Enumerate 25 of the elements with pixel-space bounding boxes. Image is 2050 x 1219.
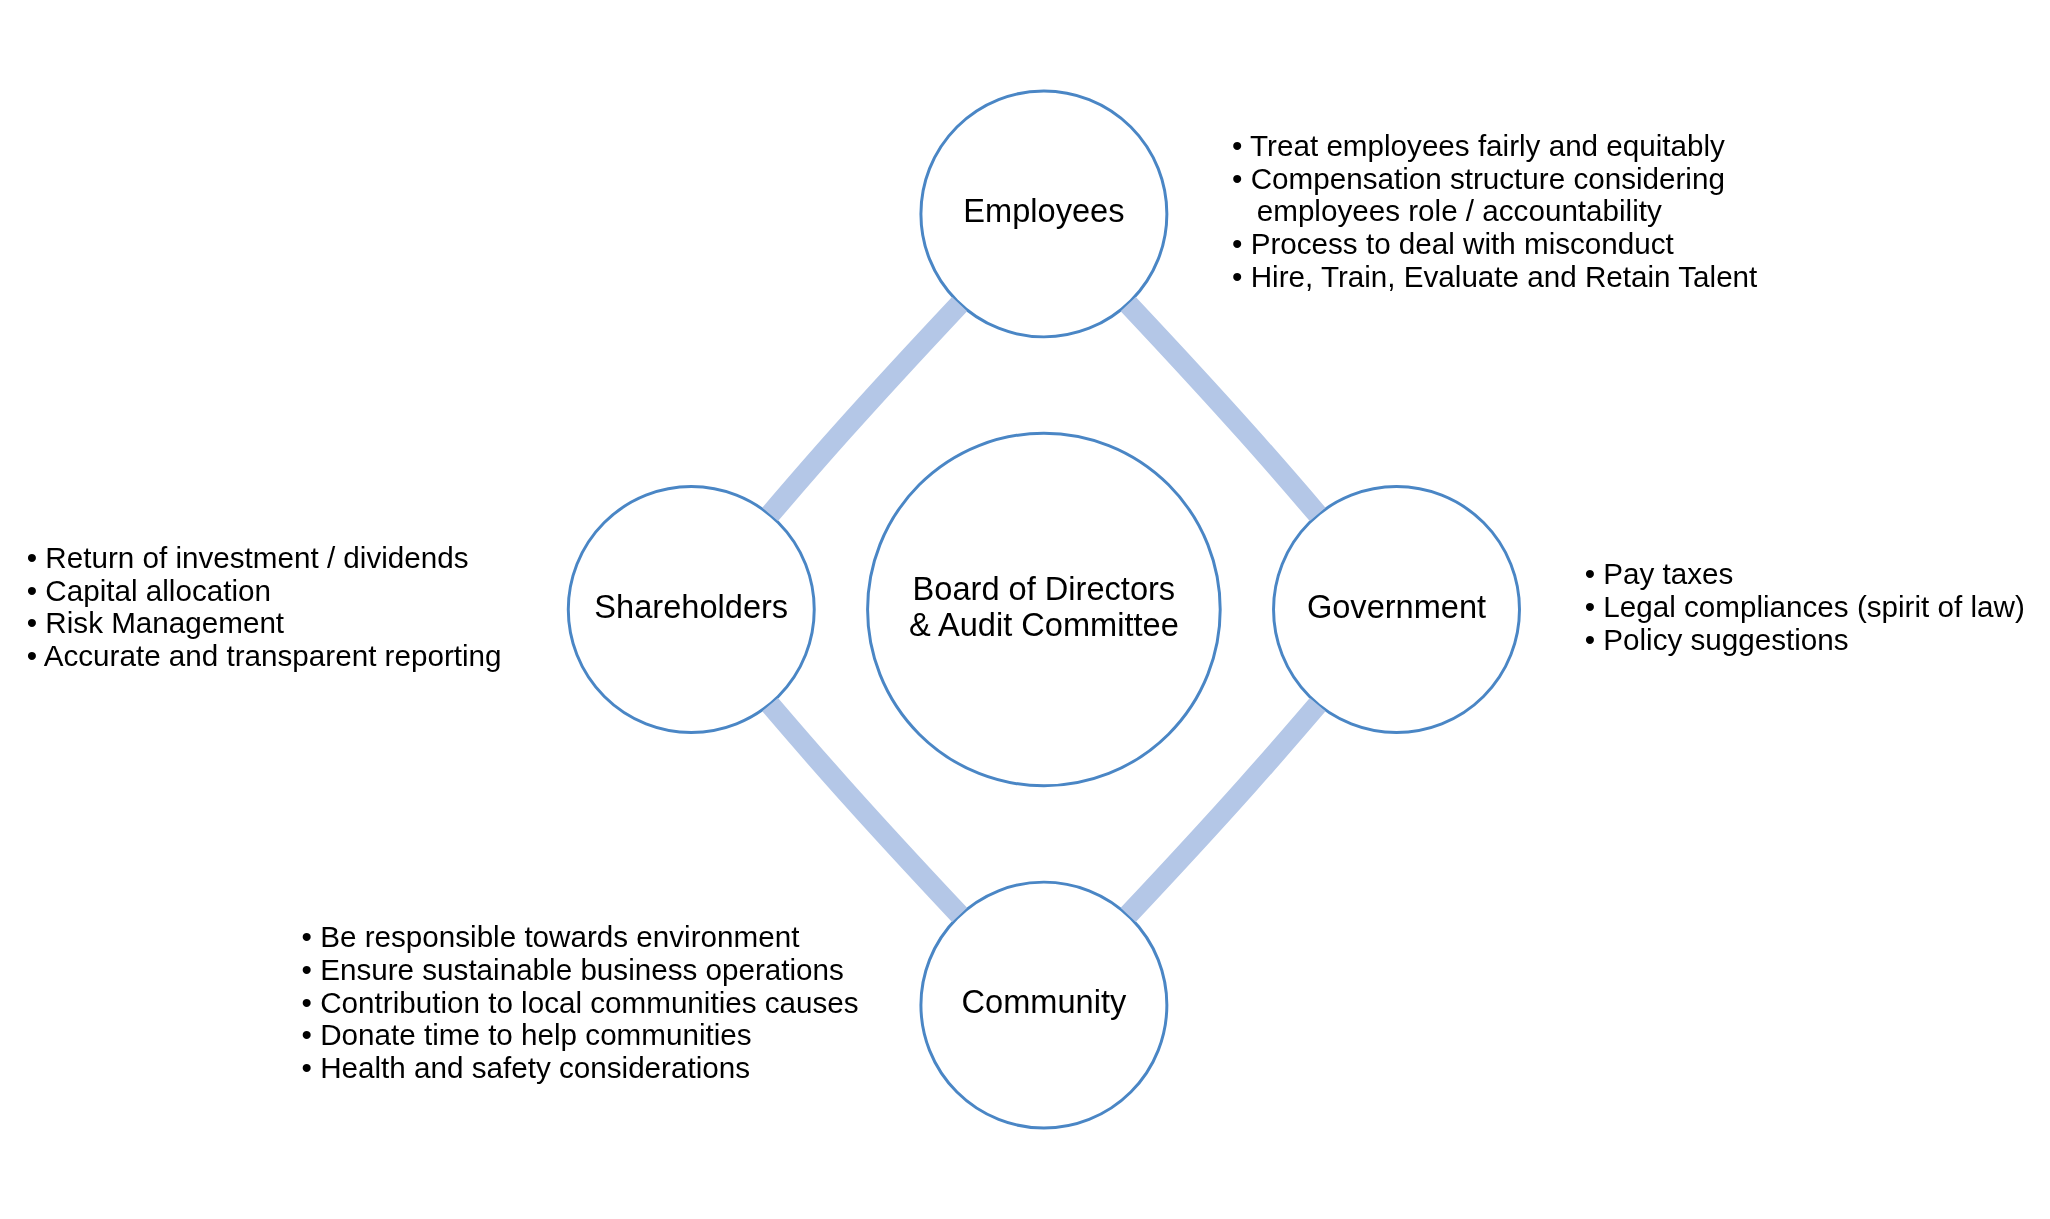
connector: [762, 697, 968, 922]
node-circle: Shareholders: [566, 485, 816, 734]
connector: [1120, 697, 1326, 922]
node-label: • Legal compliances (spirit of law): [1584, 589, 2025, 623]
connector: [762, 297, 968, 522]
node-label: • Donate time to help communities: [301, 1018, 752, 1052]
node-circle: Board of Directors & Audit Committee: [866, 431, 1222, 788]
node-label: • Return of investment / dividends: [26, 541, 469, 575]
node-label: • Policy suggestions: [1584, 622, 1849, 656]
node-label: • Contribution to local communities causes: [301, 985, 859, 1019]
node-label: • Capital allocation: [26, 573, 271, 607]
node-label: • Risk Management: [26, 606, 285, 640]
node-label: • Accurate and transparent reporting: [26, 638, 502, 672]
node-label: • Process to deal with misconduct: [1232, 226, 1674, 260]
node-label: • Be responsible towards environment: [301, 920, 800, 954]
node-label: • Health and safety considerations: [301, 1050, 751, 1084]
node-label: • Treat employees fairly and equitably: [1232, 129, 1725, 163]
node-label: • Hire, Train, Evaluate and Retain Talent: [1232, 259, 1758, 293]
node-label: • Ensure sustainable business operations: [301, 952, 844, 986]
node-circle: Government: [1272, 485, 1521, 734]
connector: [1120, 297, 1326, 522]
node-label: • Compensation structure considering employees role / accountability: [1232, 161, 1725, 228]
node-circle: Community: [919, 880, 1169, 1130]
node-circle: Employees: [919, 89, 1169, 339]
node-label: • Pay taxes: [1584, 557, 1734, 591]
